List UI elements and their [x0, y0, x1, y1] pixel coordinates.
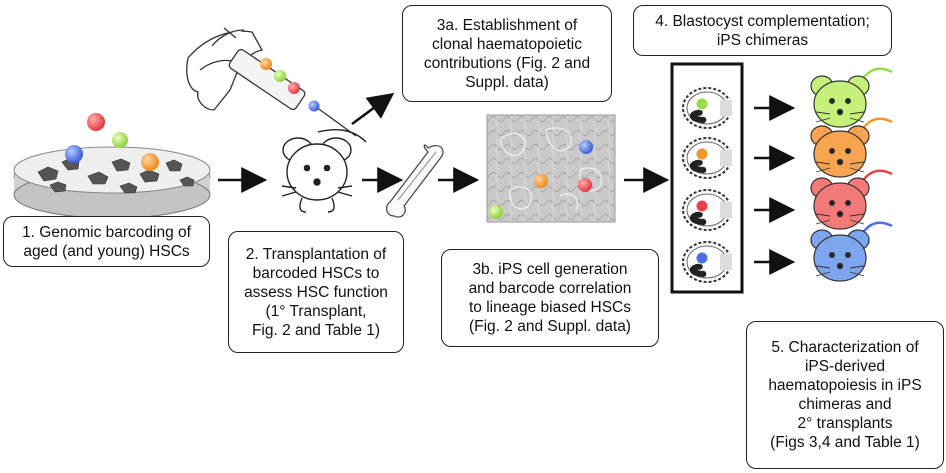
step-2-box: 2. Transplantation of barcoded HSCs to a…	[228, 231, 404, 353]
syringe-hand-icon	[186, 27, 357, 137]
chimera-mouse-icon	[810, 169, 893, 230]
step-1-box: 1. Genomic barcoding of aged (and young)…	[3, 216, 210, 267]
step-4-box: 4. Blastocyst complementation; iPS chime…	[633, 5, 892, 56]
blastocyst-group	[682, 87, 732, 283]
step-3a-box: 3a. Establishment of clonal haematopoiet…	[402, 5, 612, 102]
chimera-mouse-icon	[810, 221, 893, 282]
blastocyst-icon	[682, 241, 732, 283]
arrow-to-3a	[351, 92, 395, 126]
bone-icon	[385, 144, 444, 218]
blastocyst-icon	[682, 189, 732, 231]
petri-dish-icon	[13, 113, 211, 219]
chimera-mouse-icon	[810, 67, 893, 128]
flow-arrows	[218, 92, 796, 275]
blastocyst-icon	[682, 137, 732, 179]
chimera-mouse-icon	[810, 117, 893, 178]
mouse-icon	[281, 129, 367, 213]
chimera-group	[810, 67, 893, 282]
step-3b-box: 3b. iPS cell generation and barcode corr…	[441, 249, 659, 347]
ips-cell-micrograph	[486, 114, 616, 223]
blastocyst-icon	[682, 87, 732, 129]
step-5-box: 5. Characterization of iPS-derived haema…	[746, 321, 944, 469]
